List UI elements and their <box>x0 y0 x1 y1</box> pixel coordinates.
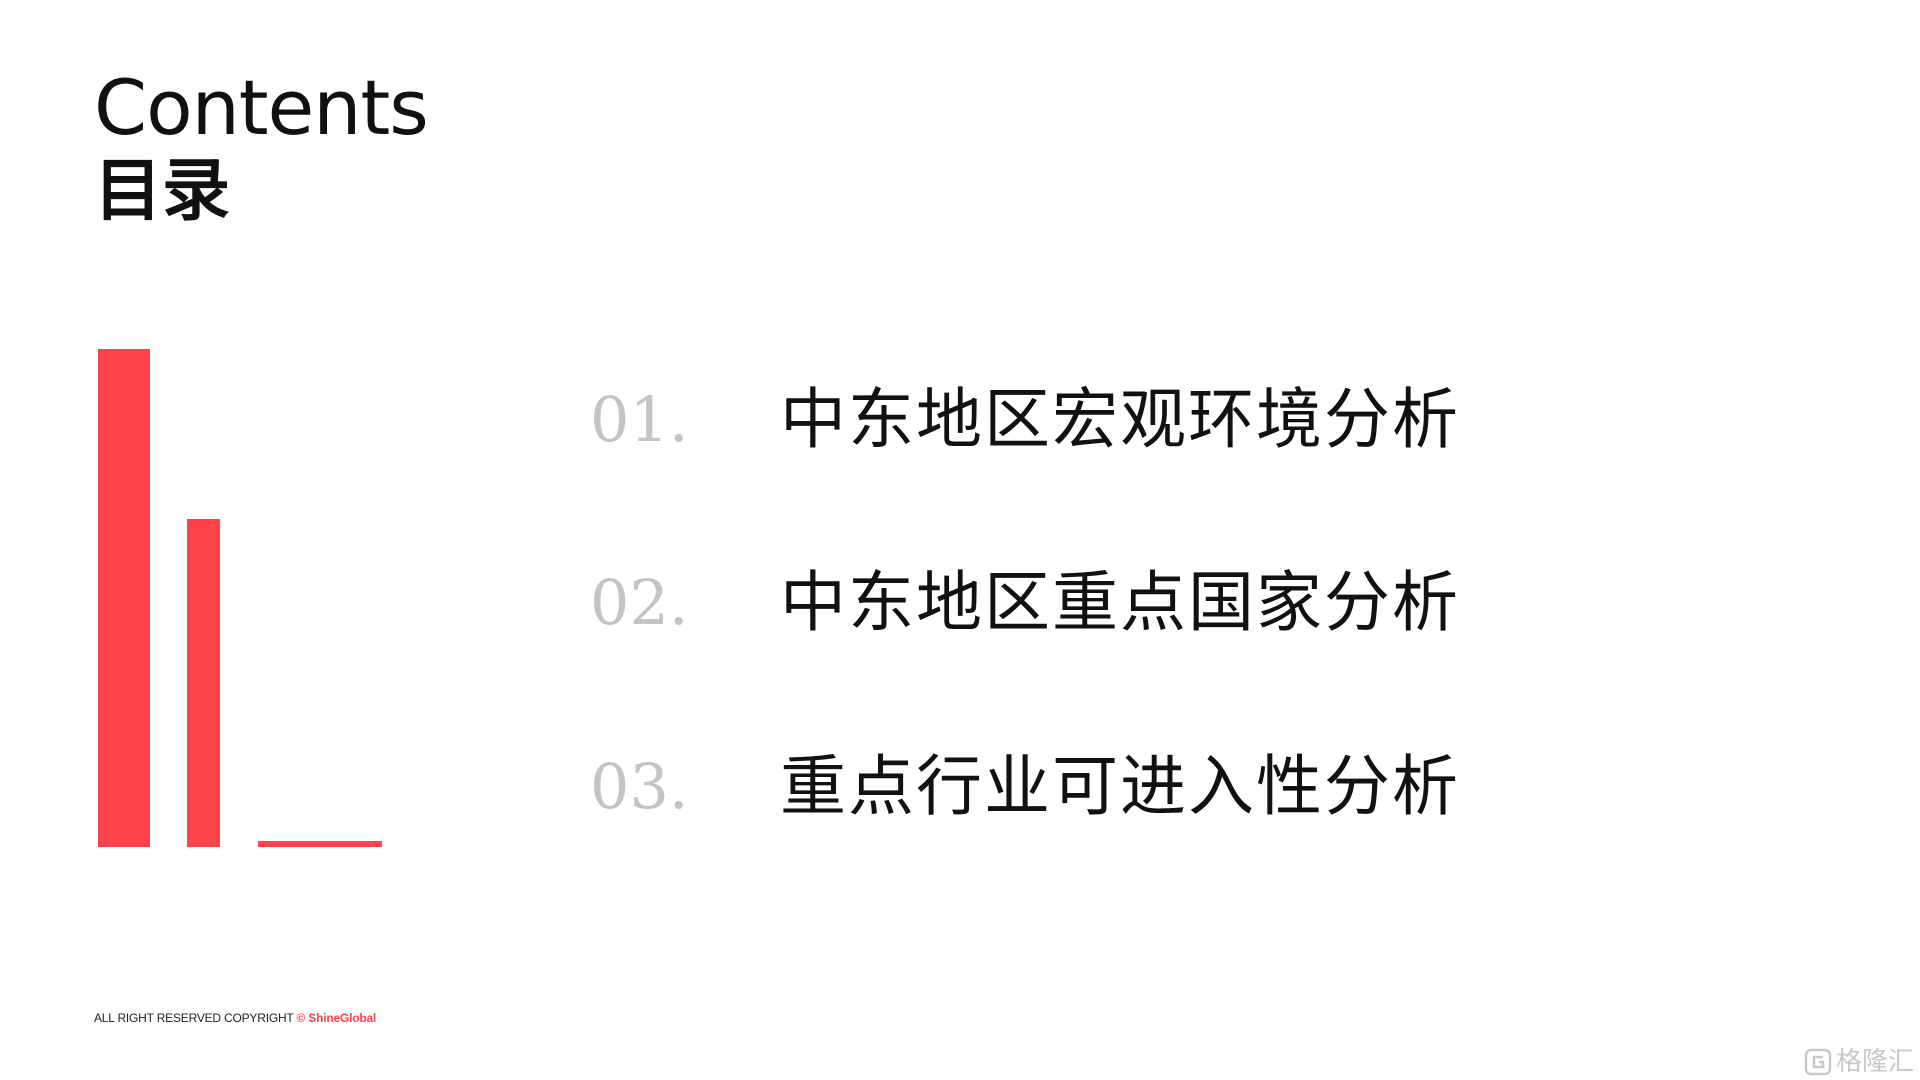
toc-item-1[interactable]: 01. 中东地区宏观环境分析 <box>590 375 1490 465</box>
decorative-bar-flat <box>258 841 382 847</box>
decorative-bars <box>0 0 420 880</box>
gelonghui-logo-icon <box>1804 1048 1832 1076</box>
decorative-bar-tall <box>98 349 150 847</box>
toc-label: 中东地区宏观环境分析 <box>780 381 1460 458</box>
copyright-text: ALL RIGHT RESERVED COPYRIGHT <box>94 1011 294 1025</box>
toc-number: 01. <box>590 383 689 456</box>
decorative-bar-medium <box>187 519 220 847</box>
toc-item-3[interactable]: 03. 重点行业可进入性分析 <box>590 742 1490 832</box>
toc-number: 02. <box>590 566 689 639</box>
brand-name: © ShineGlobal <box>296 1011 377 1025</box>
toc-item-2[interactable]: 02. 中东地区重点国家分析 <box>590 558 1490 648</box>
page-title-en: Contents <box>94 63 429 152</box>
toc-number: 03. <box>590 750 689 823</box>
toc-label: 中东地区重点国家分析 <box>780 564 1460 641</box>
watermark: 格隆汇 <box>1804 1048 1914 1076</box>
page-title-zh: 目录 <box>94 152 231 231</box>
watermark-text: 格隆汇 <box>1835 1047 1914 1077</box>
footer-copyright: ALL RIGHT RESERVED COPYRIGHT © ShineGlob… <box>94 1011 376 1025</box>
toc-label: 重点行业可进入性分析 <box>780 748 1460 825</box>
